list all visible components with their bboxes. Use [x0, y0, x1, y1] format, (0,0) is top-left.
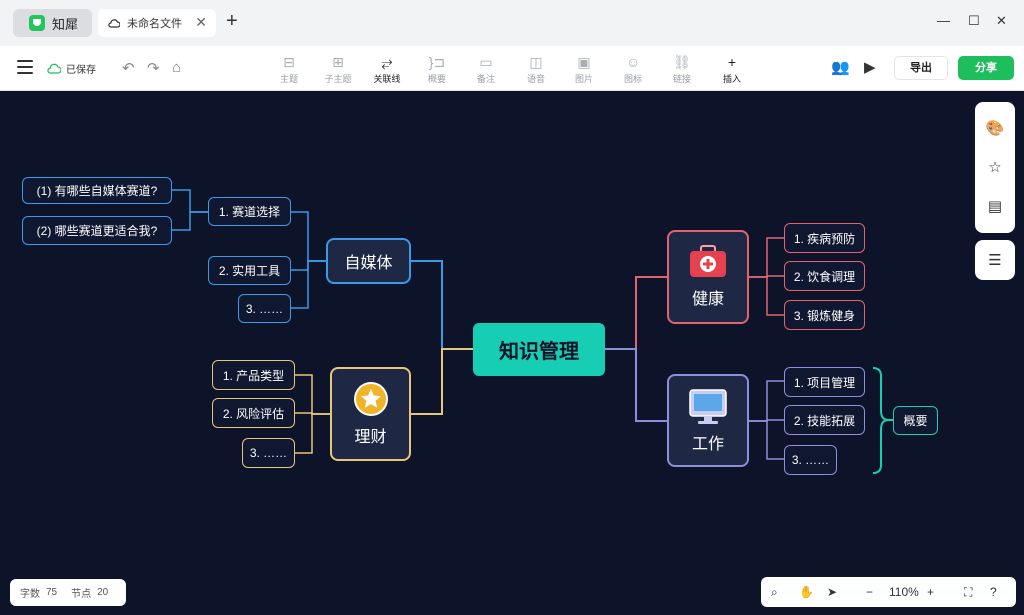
- close-window-button[interactable]: ✕: [996, 13, 1007, 28]
- summary-icon: }⊐: [428, 54, 446, 70]
- topic-node[interactable]: 3. ……: [784, 445, 837, 475]
- zoom-in-button[interactable]: +: [927, 585, 935, 599]
- link-icon: ⛓: [673, 54, 691, 70]
- cloud-icon: [108, 19, 120, 28]
- root-node[interactable]: 知识管理: [473, 323, 605, 376]
- image-icon: ▣: [577, 54, 591, 70]
- side-panel: 🎨 ☆ ▤: [975, 102, 1015, 233]
- toolbar: 已保存 ↶ ↷ ⌂ ⊟主题 ⊞子主题 ⥂关联线 }⊐概要 ▭备注 ◫语音 ▣图片…: [0, 46, 1024, 91]
- undo-icon[interactable]: ↶: [122, 60, 135, 77]
- chars-value: 75: [46, 587, 58, 598]
- tool-image[interactable]: ▣图片: [564, 52, 604, 85]
- tool-emoji[interactable]: ☺图标: [613, 52, 653, 85]
- tool-insert[interactable]: +插入: [712, 52, 752, 85]
- zoom-bar: ⌕ ✋ ➤ − 110% + ⛶ ?: [761, 577, 1016, 607]
- subtopic-icon: ⊞: [332, 54, 344, 70]
- nodes-value: 20: [97, 587, 109, 598]
- app-name: 知犀: [52, 16, 79, 32]
- export-button[interactable]: 导出: [894, 56, 948, 80]
- outline-icon[interactable]: ☰: [988, 252, 1002, 269]
- topic-icon: ⊟: [283, 54, 295, 70]
- medical-kit-icon: [690, 245, 726, 277]
- hand-pan-icon[interactable]: ✋: [799, 585, 814, 599]
- share-button[interactable]: 分享: [958, 56, 1014, 80]
- close-tab-icon[interactable]: ✕: [195, 14, 207, 30]
- branch-node-gongzuo[interactable]: 工作: [667, 374, 749, 467]
- tool-note[interactable]: ▭备注: [466, 52, 506, 85]
- branch-label: 自媒体: [344, 255, 393, 272]
- zoom-level: 110%: [889, 585, 919, 599]
- voice-icon: ◫: [529, 54, 543, 70]
- navigate-icon[interactable]: ➤: [827, 585, 838, 599]
- tool-subtopic[interactable]: ⊞子主题: [318, 52, 358, 85]
- topic-node[interactable]: 2. 实用工具: [208, 256, 291, 285]
- format-painter-icon[interactable]: ⌂: [172, 59, 182, 76]
- nodes-label: 节点: [71, 589, 92, 600]
- topic-node[interactable]: 2. 饮食调理: [784, 261, 865, 291]
- note-icon: ▭: [479, 54, 493, 70]
- maximize-button[interactable]: ☐: [968, 13, 980, 28]
- menu-icon[interactable]: [17, 60, 33, 74]
- outline-panel: ☰: [975, 240, 1015, 280]
- zoom-out-button[interactable]: −: [866, 585, 874, 599]
- app-home-tab[interactable]: 知犀: [13, 9, 92, 37]
- topic-node[interactable]: 1. 赛道选择: [208, 197, 291, 226]
- layout-icon[interactable]: ▤: [987, 198, 1003, 215]
- search-icon[interactable]: ⌕: [771, 585, 778, 599]
- relation-line-icon: ⥂: [381, 54, 393, 70]
- branch-label: 工作: [691, 435, 724, 453]
- summary-node[interactable]: 概要: [893, 406, 938, 435]
- help-icon[interactable]: ?: [990, 585, 997, 599]
- new-tab-button[interactable]: +: [226, 10, 238, 32]
- branch-node-licai[interactable]: 理财: [330, 367, 411, 461]
- document-stats: 字数 75 节点 20: [10, 579, 126, 606]
- tool-summary[interactable]: }⊐概要: [417, 52, 457, 85]
- title-bar: 知犀 未命名文件 ✕ + — ☐ ✕: [0, 0, 1024, 46]
- branch-node-jiankang[interactable]: 健康: [667, 230, 749, 324]
- present-icon[interactable]: ▶: [864, 59, 876, 76]
- topic-node[interactable]: 1. 疾病预防: [784, 223, 865, 253]
- collaborators-icon[interactable]: 👥: [831, 59, 850, 76]
- insert-icon: +: [727, 54, 737, 70]
- cloud-saved-icon: [47, 63, 61, 74]
- branch-label: 健康: [691, 291, 724, 308]
- tool-relation-line[interactable]: ⥂关联线: [367, 52, 407, 85]
- subtopic-node[interactable]: (1) 有哪些自媒体赛道?: [22, 177, 172, 204]
- palette-icon[interactable]: 🎨: [985, 120, 1005, 137]
- star-icon: [353, 382, 388, 416]
- fullscreen-icon[interactable]: ⛶: [964, 585, 973, 599]
- minimize-button[interactable]: —: [937, 13, 950, 28]
- document-tab[interactable]: 未命名文件 ✕: [98, 9, 216, 37]
- topic-node[interactable]: 1. 项目管理: [784, 367, 865, 397]
- branch-node-zimeiti[interactable]: 自媒体: [326, 238, 411, 284]
- document-tab-title: 未命名文件: [127, 18, 182, 30]
- chars-label: 字数: [20, 589, 40, 600]
- emoji-icon: ☺: [625, 54, 641, 70]
- branch-label: 理财: [354, 429, 387, 446]
- topic-node[interactable]: 3. ……: [238, 294, 291, 323]
- topic-node[interactable]: 3. 锻炼健身: [784, 300, 865, 330]
- mindmap-canvas[interactable]: 知识管理 自媒体 1. 赛道选择 2. 实用工具 3. …… (1) 有哪些自媒…: [0, 91, 1024, 615]
- subtopic-node[interactable]: (2) 哪些赛道更适合我?: [22, 216, 172, 245]
- connector-lines: [172, 189, 893, 474]
- topic-node[interactable]: 2. 风险评估: [212, 398, 295, 428]
- redo-icon[interactable]: ↷: [147, 60, 160, 77]
- saved-label: 已保存: [66, 65, 96, 76]
- style-icon[interactable]: ☆: [988, 159, 1002, 176]
- topic-node[interactable]: 2. 技能拓展: [784, 405, 865, 435]
- computer-icon: [689, 388, 727, 424]
- save-status: 已保存: [47, 61, 96, 76]
- app-logo-icon: [29, 15, 45, 31]
- tool-voice[interactable]: ◫语音: [516, 52, 556, 85]
- topic-node[interactable]: 1. 产品类型: [212, 360, 295, 390]
- tool-link[interactable]: ⛓链接: [662, 52, 702, 85]
- tool-topic[interactable]: ⊟主题: [269, 52, 309, 85]
- topic-node[interactable]: 3. ……: [242, 438, 295, 468]
